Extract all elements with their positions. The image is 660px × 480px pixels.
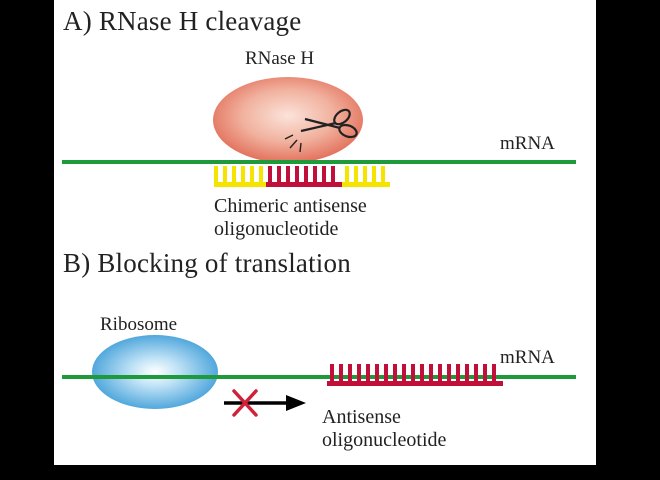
cross-icon xyxy=(232,389,258,417)
antisense-oligo-label-line2: oligonucleotide xyxy=(322,429,447,451)
section-a-heading: A) RNase H cleavage xyxy=(63,6,302,36)
scissors-icon xyxy=(284,108,358,153)
mrna-label-b: mRNA xyxy=(500,347,555,368)
chimeric-oligo-label-line1: Chimeric antisense xyxy=(214,195,367,217)
chimeric-oligo-label-line2: oligonucleotide xyxy=(214,218,339,240)
mrna-label-a: mRNA xyxy=(500,133,555,154)
arrow-right-icon xyxy=(224,395,306,411)
antisense-oligo-label-line1: Antisense xyxy=(322,406,401,428)
ribosome xyxy=(92,335,218,409)
rnase-h-label: RNase H xyxy=(245,48,315,69)
chimeric-antisense-oligo xyxy=(214,166,390,187)
rnase-h-enzyme xyxy=(213,77,363,163)
ribosome-label: Ribosome xyxy=(100,314,178,335)
section-b-heading: B) Blocking of translation xyxy=(63,248,351,278)
antisense-oligo xyxy=(327,364,503,386)
